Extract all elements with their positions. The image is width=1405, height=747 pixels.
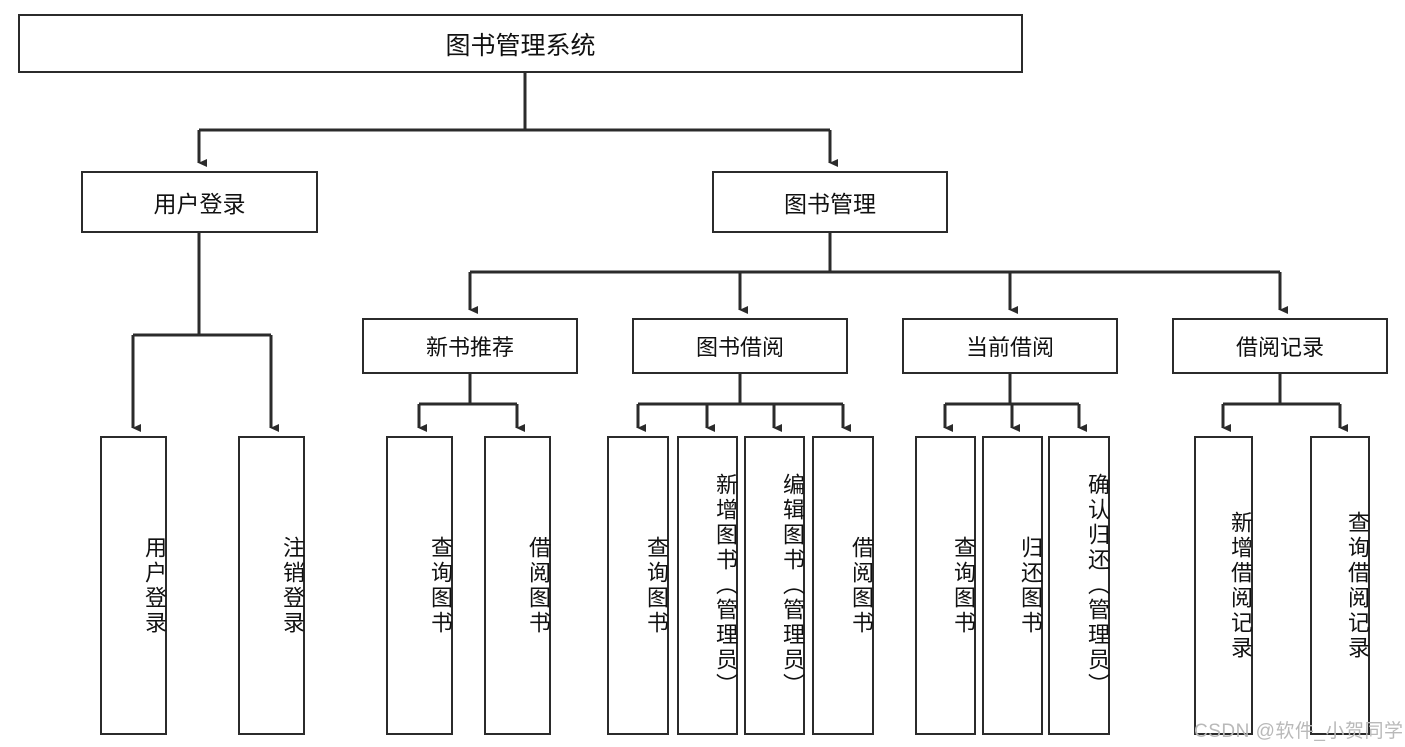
node-new-book-recommend[interactable]: 新书推荐 xyxy=(362,318,578,374)
node-label: 查询图书 xyxy=(644,535,669,636)
node-leaf-edit-book-admin[interactable]: 编辑图书（管理员） xyxy=(744,436,805,735)
node-label: 编辑图书（管理员） xyxy=(780,473,805,698)
node-user-login[interactable]: 用户登录 xyxy=(81,171,318,233)
node-label: 借阅记录 xyxy=(1235,335,1324,360)
node-label: 用户登录 xyxy=(142,535,167,636)
node-label: 借阅图书 xyxy=(526,535,551,636)
node-label: 图书借阅 xyxy=(695,335,784,360)
node-label: 查询图书 xyxy=(951,535,976,636)
csdn-watermark: CSDN @软件_小贺同学 xyxy=(1194,721,1404,742)
node-leaf-query-book-borrow[interactable]: 查询图书 xyxy=(607,436,669,735)
node-book-borrow[interactable]: 图书借阅 xyxy=(632,318,848,374)
node-label: 图书管理 xyxy=(784,191,876,217)
node-label: 新增借阅记录 xyxy=(1228,510,1253,661)
node-leaf-query-book-current[interactable]: 查询图书 xyxy=(915,436,976,735)
node-leaf-add-book-admin[interactable]: 新增图书（管理员） xyxy=(677,436,738,735)
node-label: 注销登录 xyxy=(280,535,305,636)
node-leaf-query-borrow-record[interactable]: 查询借阅记录 xyxy=(1310,436,1370,735)
node-leaf-confirm-return-admin[interactable]: 确认归还（管理员） xyxy=(1048,436,1110,735)
node-label: 图书管理系统 xyxy=(445,31,596,60)
node-label: 归还图书 xyxy=(1018,535,1043,636)
node-label: 新增图书（管理员） xyxy=(713,473,738,698)
node-label: 查询借阅记录 xyxy=(1345,510,1370,661)
node-root-system[interactable]: 图书管理系统 xyxy=(18,14,1023,73)
node-label: 查询图书 xyxy=(428,535,453,636)
node-leaf-return-book[interactable]: 归还图书 xyxy=(982,436,1043,735)
node-leaf-borrow-book[interactable]: 借阅图书 xyxy=(812,436,874,735)
node-label: 用户登录 xyxy=(153,191,246,217)
node-label: 新书推荐 xyxy=(425,335,514,360)
node-leaf-user-login[interactable]: 用户登录 xyxy=(100,436,167,735)
node-leaf-borrow-book-newbooks[interactable]: 借阅图书 xyxy=(484,436,551,735)
node-book-management[interactable]: 图书管理 xyxy=(712,171,948,233)
node-leaf-logout[interactable]: 注销登录 xyxy=(238,436,305,735)
node-label: 确认归还（管理员） xyxy=(1085,473,1110,698)
node-label: 当前借阅 xyxy=(965,335,1054,360)
node-current-borrow[interactable]: 当前借阅 xyxy=(902,318,1118,374)
node-borrow-records[interactable]: 借阅记录 xyxy=(1172,318,1388,374)
node-label: 借阅图书 xyxy=(849,535,874,636)
node-leaf-query-book-newbooks[interactable]: 查询图书 xyxy=(386,436,453,735)
node-leaf-add-borrow-record[interactable]: 新增借阅记录 xyxy=(1194,436,1253,735)
